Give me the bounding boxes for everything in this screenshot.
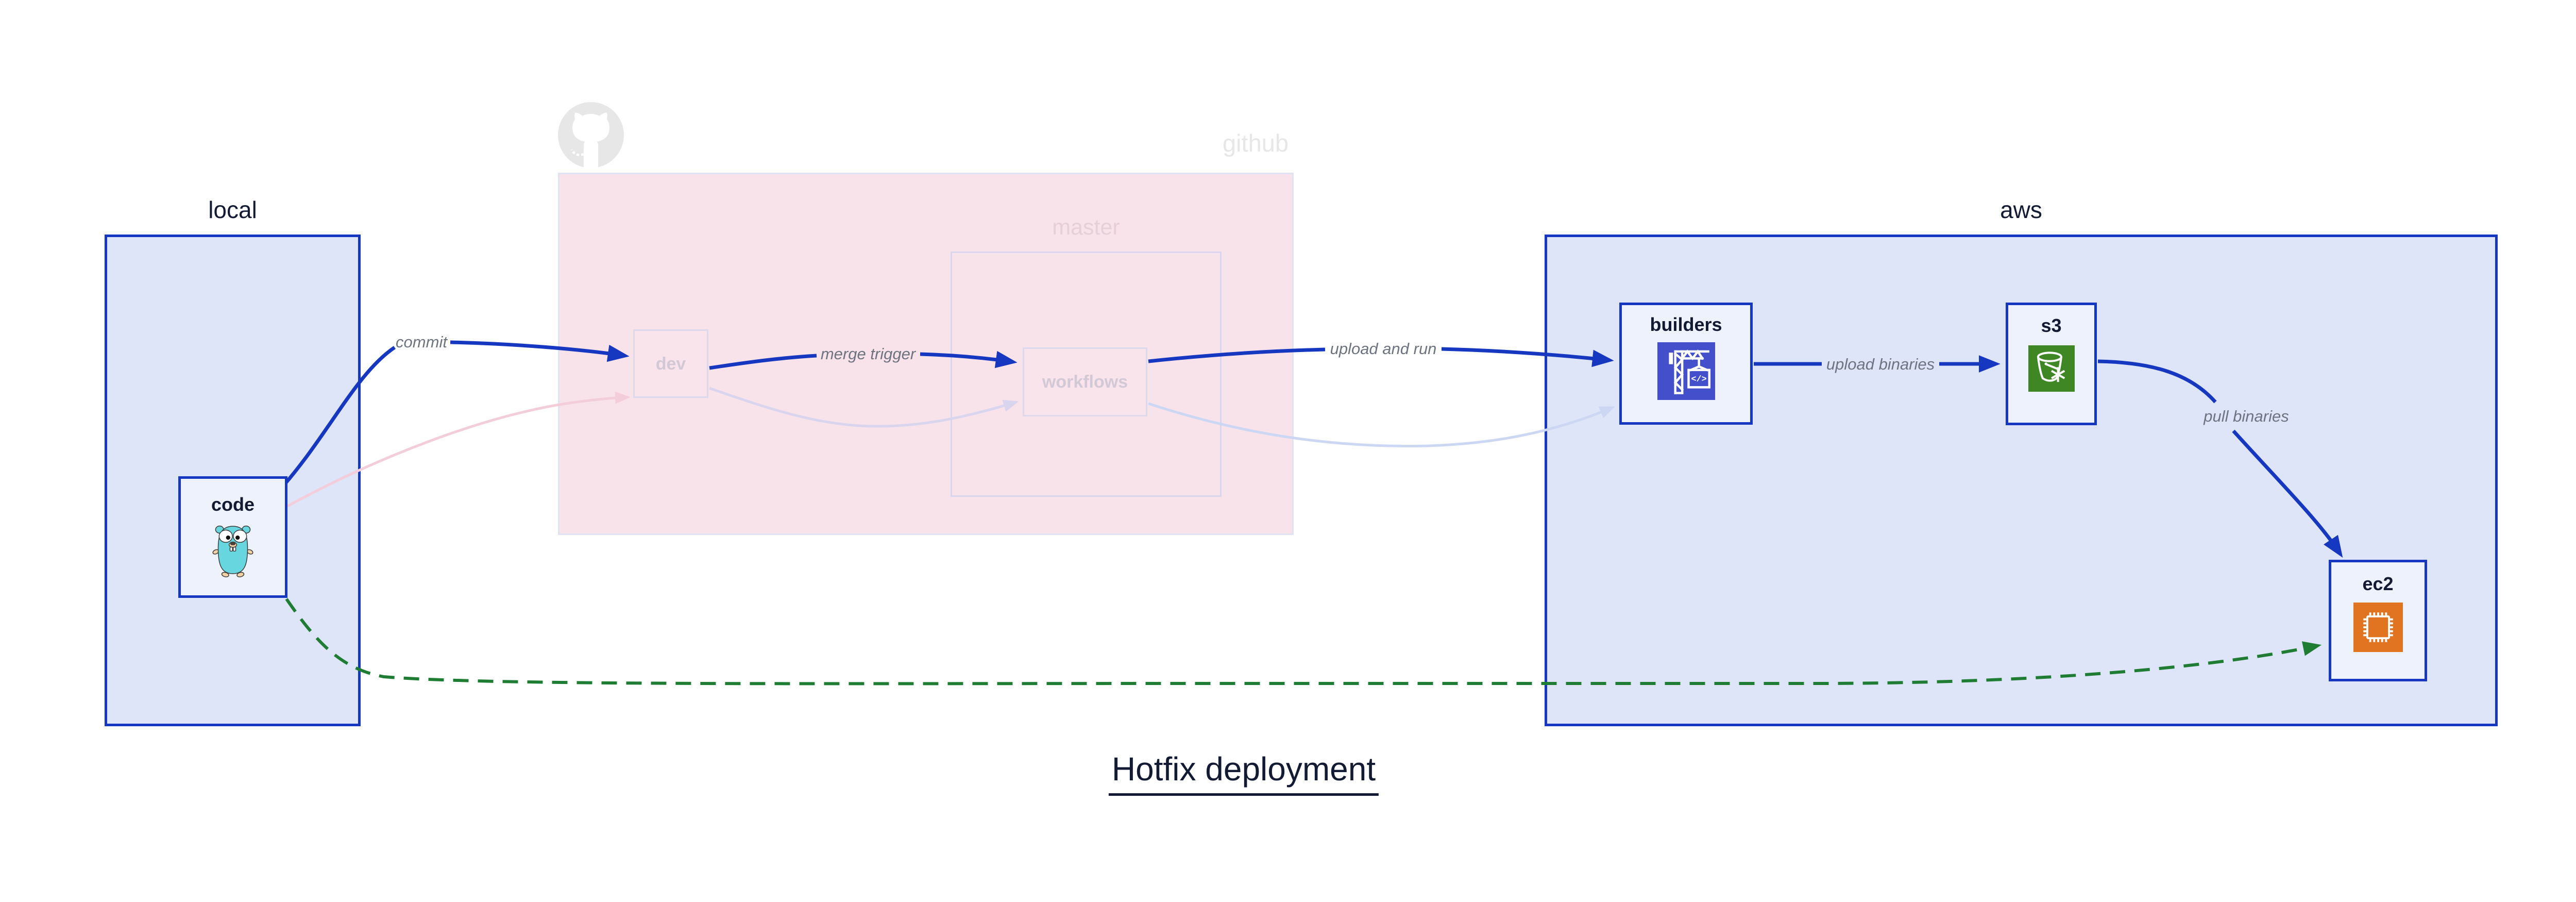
master-subcontainer <box>951 252 1222 497</box>
node-builders-label: builders <box>1650 314 1722 335</box>
node-workflows-label: workflows <box>1042 372 1128 392</box>
node-s3-label: s3 <box>2041 315 2062 336</box>
master-subcontainer-label: master <box>1052 215 1120 240</box>
node-code-label: code <box>211 494 255 515</box>
diagram-title: Hotfix deployment <box>1108 750 1379 796</box>
node-s3: s3 <box>2006 303 2097 425</box>
go-gopher-icon <box>212 525 253 578</box>
aws-container-label: aws <box>2000 196 2042 223</box>
github-octocat-icon <box>558 102 624 168</box>
node-dev: dev <box>633 329 708 398</box>
edge-label-upload-binaries: upload binaries <box>1826 355 1935 373</box>
edge-label-upload-and-run: upload and run <box>1330 340 1437 358</box>
github-container-label: github <box>1222 129 1289 157</box>
node-builders: builders </> <box>1619 303 1753 425</box>
aws-codebuild-icon: </> <box>1657 342 1715 400</box>
edge-label-commit: commit <box>396 333 447 351</box>
node-workflows: workflows <box>1023 347 1147 416</box>
edge-label-merge-trigger: merge trigger <box>820 345 916 363</box>
aws-ec2-icon <box>2353 603 2403 652</box>
node-code: code <box>178 476 287 598</box>
svg-text:</>: </> <box>1691 375 1706 385</box>
edge-label-pull-binaries: pull binaries <box>2204 407 2289 425</box>
local-container-label: local <box>208 196 257 223</box>
node-ec2-label: ec2 <box>2362 573 2394 594</box>
node-dev-label: dev <box>655 354 686 374</box>
node-ec2: ec2 <box>2329 560 2427 681</box>
aws-s3-icon <box>2028 345 2075 392</box>
